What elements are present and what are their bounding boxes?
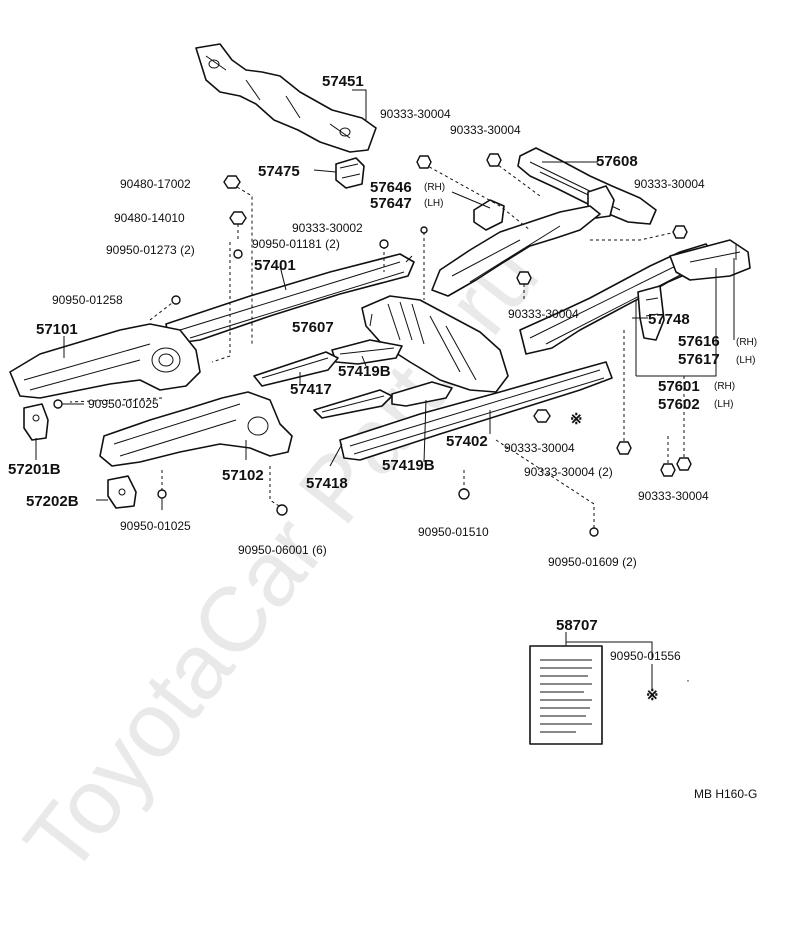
nut-icon bbox=[616, 441, 632, 455]
label-57616-side: (RH) bbox=[736, 337, 757, 348]
bolt-icon bbox=[420, 226, 428, 234]
part-58707-caution-label bbox=[529, 645, 603, 745]
solid-leaders bbox=[35, 89, 737, 690]
label-57647: 57647 bbox=[370, 195, 412, 212]
label-90950-01025-b: 90950-01025 bbox=[120, 519, 191, 533]
part-57419b-upper-reinforcement bbox=[331, 339, 403, 365]
label-90950-01556: 90950-01556 bbox=[610, 649, 681, 663]
bolt-icon bbox=[276, 504, 288, 516]
label-90950-01273: 90950-01273 (2) bbox=[106, 243, 195, 257]
part-57601-57602-rear-rail bbox=[431, 205, 751, 355]
bolt-icon bbox=[53, 399, 63, 409]
footer-code: MB H160-G bbox=[694, 787, 757, 801]
bolt-icon bbox=[233, 249, 243, 259]
label-57616: 57616 bbox=[678, 333, 720, 350]
bolt-icon bbox=[379, 239, 389, 249]
part-57417-reinforcement bbox=[253, 351, 339, 387]
part-57102-front-side-member bbox=[99, 391, 293, 467]
part-57202b-bracket bbox=[107, 475, 137, 509]
label-57101: 57101 bbox=[36, 321, 78, 338]
label-57617: 57617 bbox=[678, 351, 720, 368]
nut-icon bbox=[533, 409, 551, 423]
bolt-icon bbox=[458, 488, 470, 500]
part-57101-front-side-member bbox=[9, 323, 201, 399]
label-90333-30004-g: 90333-30004 bbox=[638, 489, 709, 503]
label-57419b-upper: 57419B bbox=[338, 363, 391, 380]
label-57748: 57748 bbox=[648, 311, 690, 328]
label-57417: 57417 bbox=[290, 381, 332, 398]
label-57402: 57402 bbox=[446, 433, 488, 450]
label-57646: 57646 bbox=[370, 179, 412, 196]
label-57419b-lower: 57419B bbox=[382, 457, 435, 474]
label-57401: 57401 bbox=[254, 257, 296, 274]
label-90333-30004-f: 90333-30004 (2) bbox=[524, 465, 613, 479]
label-57602: 57602 bbox=[658, 396, 700, 413]
label-57418: 57418 bbox=[306, 475, 348, 492]
label-57601: 57601 bbox=[658, 378, 700, 395]
label-90480-17002: 90480-17002 bbox=[120, 177, 191, 191]
label-57475: 57475 bbox=[258, 163, 300, 180]
label-57602-side: (LH) bbox=[714, 399, 733, 410]
label-90333-30004-b: 90333-30004 bbox=[450, 123, 521, 137]
part-57201b-bracket bbox=[23, 403, 49, 441]
label-57617-side: (LH) bbox=[736, 355, 755, 366]
bolt-icon bbox=[589, 527, 599, 537]
label-57201b: 57201B bbox=[8, 461, 61, 478]
part-labels: 57451 57475 57646 (RH) 57647 (LH) 57608 … bbox=[8, 73, 757, 634]
dot-mark: · bbox=[686, 673, 690, 687]
fasteners bbox=[53, 153, 692, 537]
label-90950-01609: 90950-01609 (2) bbox=[548, 555, 637, 569]
nut-icon bbox=[660, 463, 676, 477]
part-57402-side-rail bbox=[339, 361, 613, 461]
label-90950-01025-a: 90950-01025 bbox=[88, 397, 159, 411]
nut-icon bbox=[486, 153, 502, 167]
label-90950-01258: 90950-01258 bbox=[52, 293, 123, 307]
nut-icon bbox=[223, 175, 241, 189]
special-mark: ※ bbox=[570, 411, 583, 428]
label-57451: 57451 bbox=[322, 73, 364, 90]
label-57601-side: (RH) bbox=[714, 381, 735, 392]
label-57607: 57607 bbox=[292, 319, 334, 336]
label-57102: 57102 bbox=[222, 467, 264, 484]
part-57419b-lower-reinforcement bbox=[391, 381, 453, 407]
label-58707: 58707 bbox=[556, 617, 598, 634]
label-90333-30004-d: 90333-30004 bbox=[508, 307, 579, 321]
label-90333-30004-a: 90333-30004 bbox=[380, 107, 451, 121]
part-57475-bracket bbox=[335, 157, 365, 189]
part-57418-reinforcement bbox=[313, 389, 393, 419]
bolt-icon bbox=[171, 295, 181, 305]
special-mark: ※ bbox=[646, 687, 659, 704]
label-57202b: 57202B bbox=[26, 493, 79, 510]
label-90950-01181: 90950-01181 (2) bbox=[252, 237, 340, 251]
label-57608: 57608 bbox=[596, 153, 638, 170]
label-90333-30004-c: 90333-30004 bbox=[634, 177, 705, 191]
nut-icon bbox=[672, 225, 688, 239]
label-90950-01510: 90950-01510 bbox=[418, 525, 489, 539]
part-57646-57647-bracket bbox=[473, 199, 505, 231]
label-57647-side: (LH) bbox=[424, 198, 443, 209]
label-90333-30002: 90333-30002 bbox=[292, 221, 363, 235]
part-57451-cross-member bbox=[195, 43, 377, 153]
label-90333-30004-e: 90333-30004 bbox=[504, 441, 575, 455]
watermark: ToyotaCar Parts.ru bbox=[5, 225, 558, 892]
label-90480-14010: 90480-14010 bbox=[114, 211, 185, 225]
nut-icon bbox=[516, 271, 532, 285]
nut-icon bbox=[416, 155, 432, 169]
nut-icon bbox=[229, 211, 247, 225]
fastener-labels: 90333-30004 90333-30004 90333-30004 9033… bbox=[52, 107, 709, 663]
label-90950-06001: 90950-06001 (6) bbox=[238, 543, 327, 557]
bolt-icon bbox=[157, 489, 167, 499]
nut-icon bbox=[676, 457, 692, 471]
label-57646-side: (RH) bbox=[424, 182, 445, 193]
